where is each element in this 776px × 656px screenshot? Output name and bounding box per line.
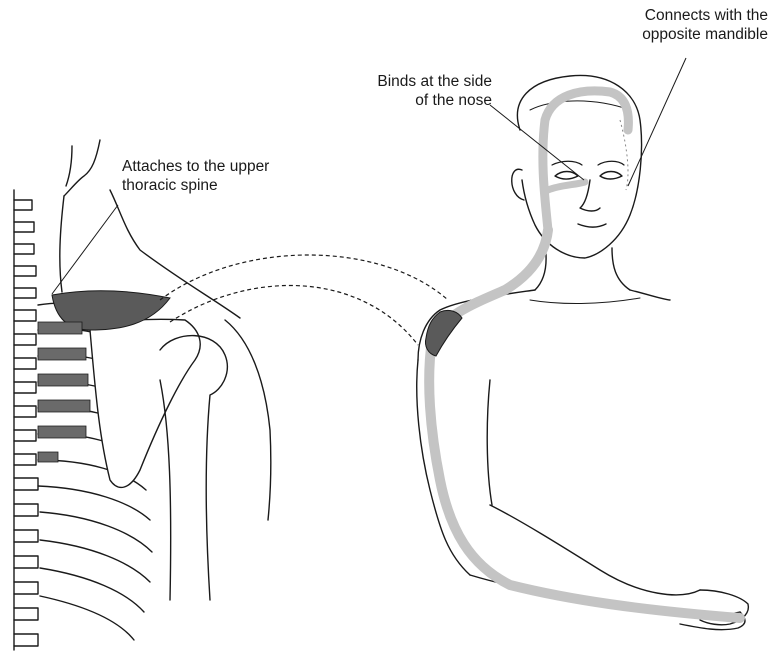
mouth bbox=[578, 224, 606, 227]
callout-attaches-line1: Attaches to the upper bbox=[122, 157, 269, 176]
spine-column bbox=[14, 190, 38, 650]
leader-connects bbox=[628, 58, 686, 186]
callout-connects-line1: Connects with the bbox=[642, 6, 768, 25]
callout-attaches-line2: thoracic spine bbox=[122, 176, 269, 195]
callout-binds-line2: of the nose bbox=[322, 91, 492, 110]
back-skeleton-figure bbox=[14, 140, 271, 650]
connector-curves bbox=[160, 255, 448, 345]
right-eye bbox=[600, 172, 622, 180]
meridian-pathway bbox=[425, 91, 740, 618]
callout-attaches-spine: Attaches to the upper thoracic spine bbox=[122, 157, 269, 195]
scapula-bone bbox=[90, 319, 200, 487]
callout-binds-line1: Binds at the side bbox=[322, 72, 492, 91]
callout-binds-nose: Binds at the side of the nose bbox=[322, 72, 492, 110]
callout-connects-mandible: Connects with the opposite mandible bbox=[642, 6, 768, 44]
callout-connects-line2: opposite mandible bbox=[642, 25, 768, 44]
leader-binds bbox=[490, 105, 584, 180]
